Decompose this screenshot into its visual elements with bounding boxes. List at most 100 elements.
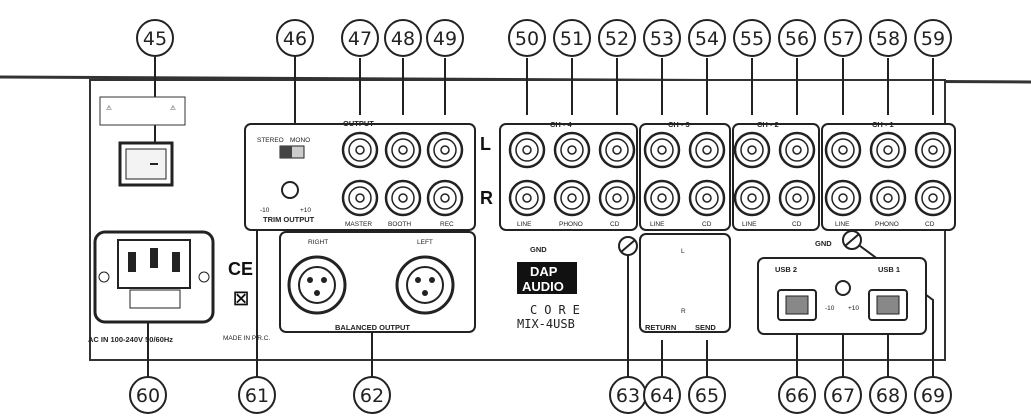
return-label: RETURN — [645, 323, 676, 332]
callout-number: 68 — [876, 385, 900, 407]
callout-67: 67 — [824, 376, 862, 414]
callout-61: 61 — [238, 376, 276, 414]
usb1-label: USB 1 — [878, 265, 900, 274]
svg-text:R: R — [681, 308, 686, 315]
svg-text:+10: +10 — [848, 305, 859, 312]
callout-number: 62 — [360, 385, 384, 407]
callout-56: 56 — [778, 19, 816, 57]
svg-text:CD: CD — [702, 221, 712, 228]
ce-mark: CE — [228, 259, 253, 279]
balanced-output-label: BALANCED OUTPUT — [335, 323, 410, 332]
callout-51: 51 — [553, 19, 591, 57]
brand-bottom: AUDIO — [522, 279, 564, 294]
stereo-label: STEREO — [257, 137, 284, 144]
callout-number: 64 — [650, 385, 674, 407]
callout-60: 60 — [129, 376, 167, 414]
callout-number: 51 — [560, 28, 584, 50]
rec-label: REC — [440, 221, 454, 228]
model-label: MIX-4USB — [517, 317, 575, 331]
callout-number: 56 — [785, 28, 809, 50]
rca-jack — [384, 131, 422, 169]
callout-45: 45 — [136, 19, 174, 57]
callout-number: 66 — [785, 385, 809, 407]
callout-49: 49 — [426, 19, 464, 57]
svg-text:-10: -10 — [260, 207, 270, 214]
svg-text:CD: CD — [925, 221, 935, 228]
rca-jack — [824, 179, 862, 217]
rca-jack — [914, 179, 952, 217]
rca-jack — [733, 131, 771, 169]
svg-text:LINE: LINE — [835, 221, 850, 228]
mono-label: MONO — [290, 137, 310, 144]
rca-jack — [426, 179, 464, 217]
callout-number: 45 — [143, 28, 167, 50]
callout-53: 53 — [643, 19, 681, 57]
callout-62: 62 — [353, 376, 391, 414]
rca-jack — [341, 179, 379, 217]
brand-top: DAP — [530, 264, 558, 279]
callout-52: 52 — [598, 19, 636, 57]
usb2-label: USB 2 — [775, 265, 797, 274]
callout-number: 47 — [348, 28, 372, 50]
callout-number: 55 — [740, 28, 764, 50]
callout-65: 65 — [688, 376, 726, 414]
callout-69: 69 — [914, 376, 952, 414]
rca-jack — [778, 179, 816, 217]
rca-jack — [914, 131, 952, 169]
usb-level-knob — [835, 280, 851, 296]
made-label: MADE IN P.R.C. — [223, 335, 270, 342]
callout-number: 52 — [605, 28, 629, 50]
svg-text:+10: +10 — [300, 207, 311, 214]
power-section: ⚠ ⚠ AC IN 100-240V 50/60Hz CE ☒ MADE IN … — [88, 96, 270, 344]
rca-jack — [869, 131, 907, 169]
gnd-label-2: GND — [815, 239, 832, 248]
rca-jack — [688, 179, 726, 217]
svg-text:PHONO: PHONO — [875, 221, 899, 228]
xlr-right-label: RIGHT — [308, 239, 328, 246]
rca-jack — [508, 179, 546, 217]
core-label: CORE — [530, 303, 587, 317]
return-send-section: L R RETURN SEND — [639, 233, 731, 333]
svg-text:PHONO: PHONO — [559, 221, 583, 228]
callout-54: 54 — [688, 19, 726, 57]
ch2-label: CH - 2 — [757, 120, 779, 129]
ac-label: AC IN 100-240V 50/60Hz — [88, 335, 173, 344]
balanced-output-section: RIGHT LEFT BALANCED OUTPUT — [279, 231, 476, 333]
svg-text:LINE: LINE — [517, 221, 532, 228]
callout-number: 65 — [695, 385, 719, 407]
rca-jack — [341, 131, 379, 169]
callout-number: 49 — [433, 28, 457, 50]
trim-label: TRIM OUTPUT — [263, 215, 315, 224]
rca-jack — [824, 131, 862, 169]
callout-number: 50 — [515, 28, 539, 50]
callout-number: 57 — [831, 28, 855, 50]
gnd-label-1: GND — [530, 245, 547, 254]
rca-jack — [553, 131, 591, 169]
svg-text:LINE: LINE — [650, 221, 665, 228]
callout-58: 58 — [869, 19, 907, 57]
callout-number: 59 — [921, 28, 945, 50]
svg-text:-10: -10 — [825, 305, 835, 312]
callout-number: 58 — [876, 28, 900, 50]
rca-jack — [384, 179, 422, 217]
callout-number: 54 — [695, 28, 719, 50]
booth-label: BOOTH — [388, 221, 411, 228]
callout-64: 64 — [643, 376, 681, 414]
rca-jack — [508, 131, 546, 169]
callout-number: 48 — [391, 28, 415, 50]
xlr-left-label: LEFT — [417, 239, 433, 246]
ch3-label: CH - 3 — [668, 120, 690, 129]
svg-text:L: L — [681, 248, 685, 255]
usb-section: GND USB 2 USB 1 -10 +10 — [757, 230, 927, 335]
ch1-label: CH - 1 — [872, 120, 894, 129]
callout-48: 48 — [384, 19, 422, 57]
rca-jack — [643, 131, 681, 169]
callout-59: 59 — [914, 19, 952, 57]
rca-jack — [598, 131, 636, 169]
rca-jack — [733, 179, 771, 217]
master-label: MASTER — [345, 221, 372, 228]
rca-jack — [426, 131, 464, 169]
left-marker: L — [480, 134, 491, 154]
rca-jack — [688, 131, 726, 169]
